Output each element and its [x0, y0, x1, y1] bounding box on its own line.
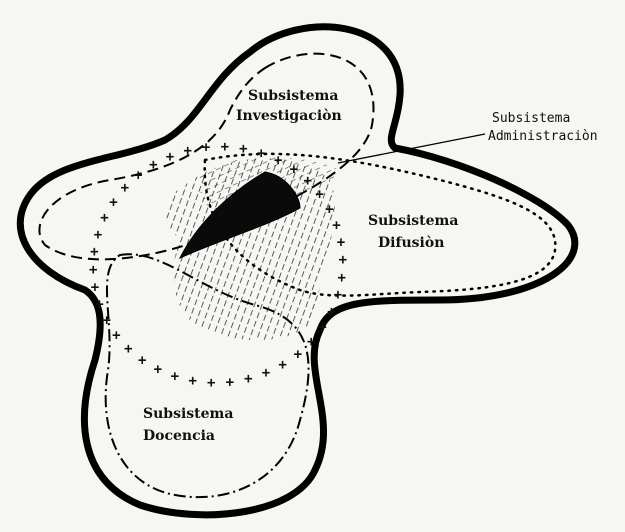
plus-mark: +	[95, 296, 103, 312]
plus-mark: +	[327, 304, 335, 320]
difusion-label-2: Difusiòn	[378, 235, 444, 251]
docencia-label-2: Docencia	[143, 428, 215, 444]
plus-mark: +	[290, 162, 298, 178]
plus-mark: +	[91, 279, 99, 295]
plus-mark: +	[207, 375, 215, 391]
plus-mark: +	[89, 262, 97, 278]
plus-mark: +	[337, 235, 345, 251]
administracion-label: Subsistema	[492, 111, 570, 126]
plus-mark: +	[188, 373, 196, 389]
plus-mark: +	[332, 218, 340, 234]
plus-mark: +	[183, 143, 191, 159]
plus-mark: +	[239, 141, 247, 157]
plus-mark: +	[154, 362, 162, 378]
plus-mark: +	[221, 139, 229, 155]
plus-mark: +	[334, 287, 342, 303]
plus-mark: +	[149, 157, 157, 173]
docencia-label: Subsistema	[143, 406, 233, 422]
administracion-pointer	[338, 134, 485, 163]
plus-mark: +	[171, 369, 179, 385]
plus-mark: +	[112, 328, 120, 344]
plus-mark: +	[262, 365, 270, 381]
plus-mark: +	[102, 313, 110, 329]
plus-mark: +	[274, 152, 282, 168]
plus-mark: +	[339, 252, 347, 268]
plus-mark: +	[94, 227, 102, 243]
investigacion-label: Subsistema	[248, 88, 338, 104]
investigacion-label-2: Investigaciòn	[236, 108, 342, 124]
plus-mark: +	[244, 371, 252, 387]
plus-mark: +	[337, 270, 345, 286]
plus-mark: +	[202, 140, 210, 156]
plus-mark: +	[278, 357, 286, 373]
plus-mark: +	[226, 374, 234, 390]
administracion-label-2: Administraciòn	[488, 129, 598, 144]
plus-mark: +	[124, 341, 132, 357]
plus-mark: +	[100, 210, 108, 226]
plus-mark: +	[121, 180, 129, 196]
plus-mark: +	[318, 320, 326, 336]
plus-mark: +	[90, 244, 98, 260]
plus-mark: +	[303, 173, 311, 189]
plus-mark: +	[307, 334, 315, 350]
plus-mark: +	[166, 149, 174, 165]
difusion-label: Subsistema	[368, 213, 458, 229]
plus-mark: +	[138, 352, 146, 368]
plus-mark: +	[294, 346, 302, 362]
plus-mark: +	[134, 168, 142, 184]
plus-mark: +	[109, 194, 117, 210]
plus-mark: +	[257, 145, 265, 161]
plus-mark: +	[315, 187, 323, 203]
plus-mark: +	[325, 201, 333, 217]
